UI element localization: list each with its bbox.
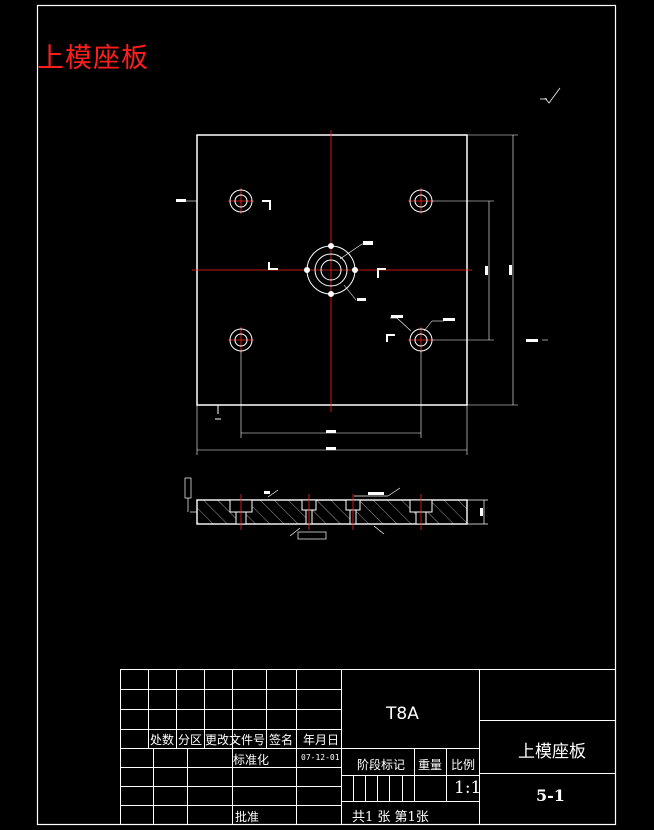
- part-name: 上模座板: [518, 742, 586, 762]
- drawing-frame: [36, 4, 617, 826]
- center-hole: [304, 243, 358, 297]
- section-cut-mark: [215, 405, 221, 420]
- plan-view: [176, 130, 548, 455]
- drawing-title: 上模座板: [37, 43, 149, 74]
- centerlines: [192, 130, 472, 412]
- roughness-symbol: [540, 87, 561, 104]
- position-marks: [262, 200, 395, 342]
- label-mark-count: 处数: [150, 733, 175, 747]
- hole-callouts: [176, 199, 538, 342]
- label-weight: 重量: [418, 758, 443, 772]
- section-view: [184, 477, 488, 540]
- label-change-doc: 更改文件号: [205, 733, 266, 747]
- hole-top-left: [229, 189, 253, 213]
- label-date: 年月日: [303, 733, 340, 747]
- section-annotations: [184, 477, 488, 540]
- scale-value: 1:1: [454, 778, 482, 798]
- label-standardize: 标准化: [233, 753, 270, 767]
- label-scale: 比例: [451, 758, 476, 772]
- drawing-number: 5-1: [536, 786, 565, 805]
- section-centerlines: [240, 494, 422, 530]
- dimension-values: [326, 265, 512, 450]
- title-block: [120, 669, 616, 825]
- label-zone: 分区: [178, 733, 203, 747]
- sheet-info: 共1 张 第1张: [352, 810, 429, 825]
- material-label: T8A: [386, 704, 419, 724]
- label-approve: 批准: [235, 810, 260, 824]
- label-signature: 签名: [269, 733, 294, 747]
- dimension-lines: [186, 134, 548, 455]
- date-value: 07-12-01: [301, 753, 340, 762]
- section-dimension-values: [264, 491, 483, 516]
- label-stage-mark: 阶段标记: [357, 758, 406, 772]
